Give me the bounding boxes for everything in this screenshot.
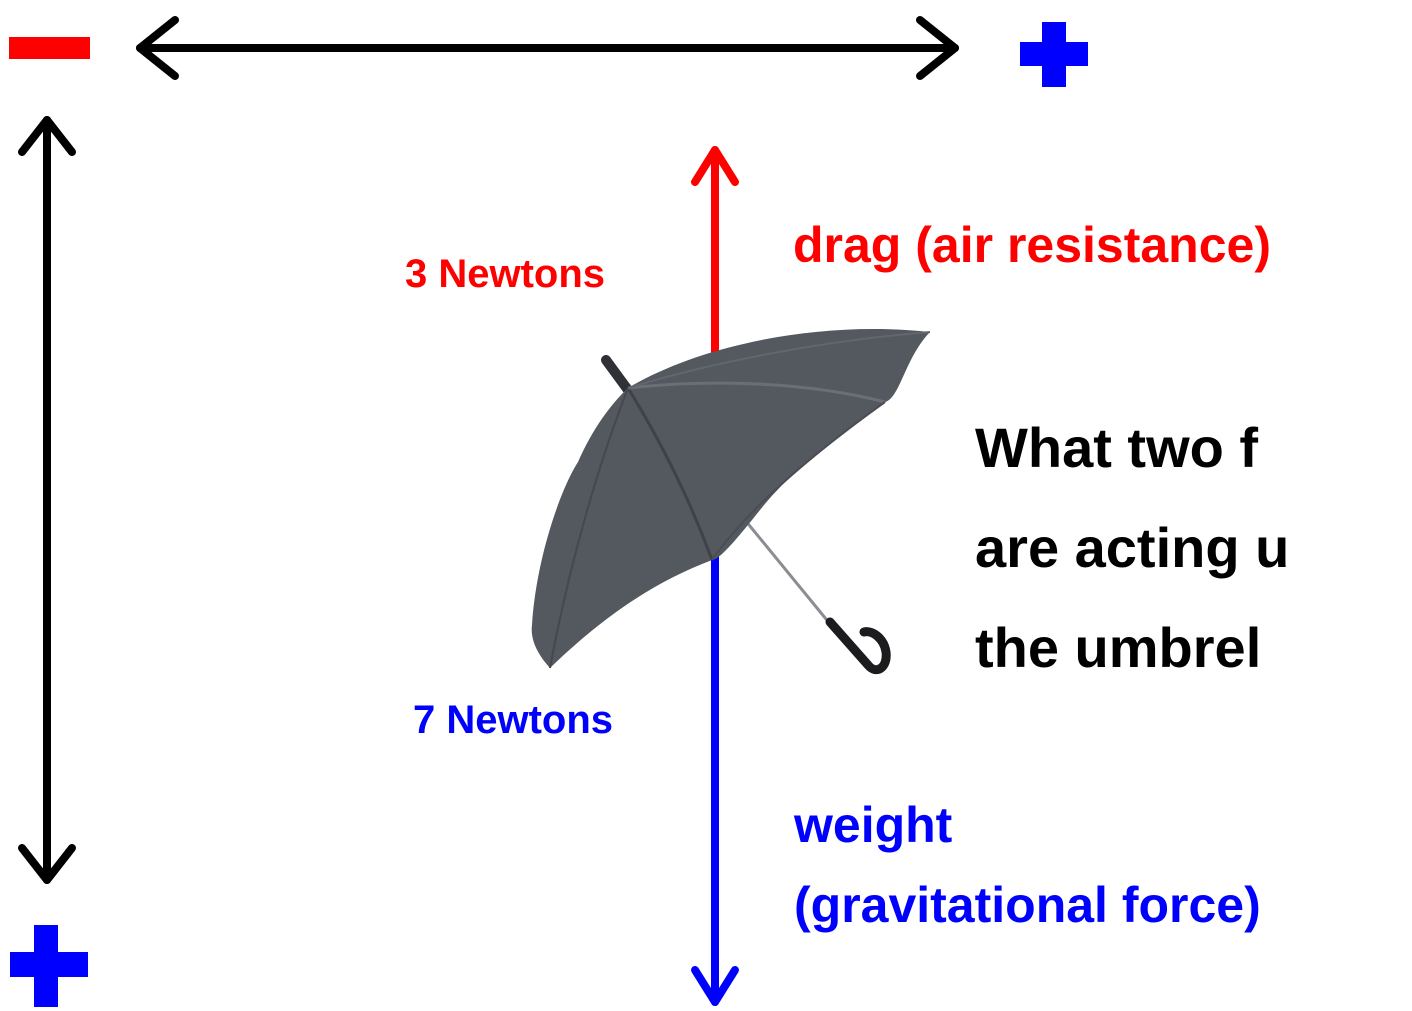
weight-force-arrow [691, 544, 739, 1006]
weight-force-label: weight [794, 797, 953, 853]
question-line-3: the umbrel [975, 616, 1262, 679]
positive-sign-icon [1020, 22, 1088, 87]
positive-sign-icon [10, 925, 88, 1007]
umbrella-icon [531, 328, 931, 674]
weight-magnitude-label: 7 Newtons [413, 698, 614, 742]
negative-sign-icon [9, 37, 90, 59]
drag-magnitude-label: 3 Newtons [405, 252, 606, 296]
drag-force-label: drag (air resistance) [793, 217, 1271, 273]
vertical-axis-arrow [18, 116, 76, 884]
weight-force-sublabel: (gravitational force) [794, 877, 1261, 933]
question-line-2: are acting u [975, 516, 1290, 579]
horizontal-axis-arrow [136, 16, 959, 80]
question-line-1: What two f [975, 416, 1259, 479]
drag-force-arrow [691, 146, 739, 364]
